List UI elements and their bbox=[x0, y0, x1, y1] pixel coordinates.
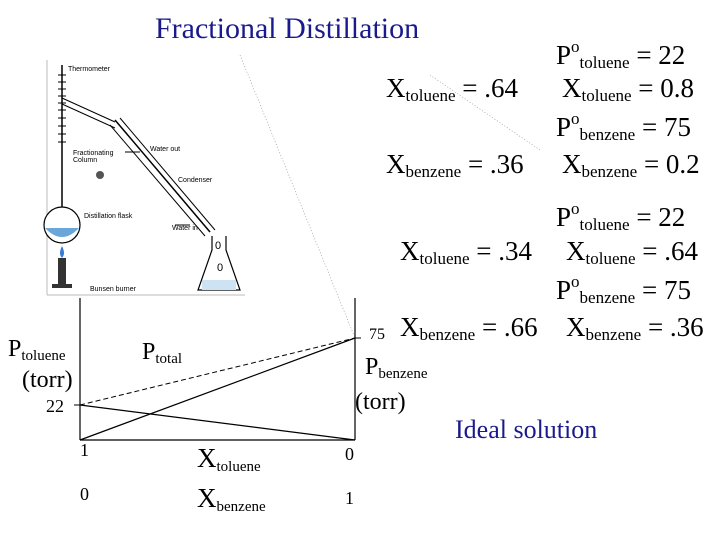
x-toluene-axis-label: Xtoluene bbox=[197, 443, 261, 475]
condenser-label: Condenser bbox=[178, 177, 213, 184]
x-toluene-liquid-eq-2: Xtoluene = .34 bbox=[400, 236, 533, 268]
tick-22: 22 bbox=[46, 396, 64, 416]
p-benzene-eq-2: Pobenzene = 75 bbox=[556, 272, 691, 307]
distillation-apparatus bbox=[43, 60, 245, 296]
vapor-pressure-graph bbox=[74, 54, 541, 441]
x-toluene-liquid-eq-1: Xtoluene = .64 bbox=[386, 73, 519, 105]
x-left-top: 1 bbox=[80, 440, 89, 460]
thermometer-label: Thermometer bbox=[68, 66, 111, 73]
p-toluene-eq-2: Potoluene = 22 bbox=[556, 199, 686, 234]
x-toluene-vapor-eq-1: Xtoluene = 0.8 bbox=[562, 73, 695, 105]
x-right-top: 0 bbox=[345, 444, 354, 464]
x-benzene-vapor-eq-1: Xbenzene = 0.2 bbox=[562, 149, 700, 181]
p-benzene-line bbox=[79, 337, 356, 441]
bunsen-burner-label: Bunsen burner bbox=[90, 286, 136, 293]
p-toluene-eq-1: Potoluene = 22 bbox=[556, 37, 686, 72]
x-benzene-vapor-eq-2: Xbenzene = .36 bbox=[566, 312, 704, 344]
x-toluene-vapor-eq-2: Xtoluene = .64 bbox=[566, 236, 699, 268]
torr-left-label: (torr) bbox=[22, 367, 73, 393]
x-benzene-liquid-eq-1: Xbenzene = .36 bbox=[386, 149, 524, 181]
ideal-solution-label: Ideal solution bbox=[455, 415, 598, 444]
p-benzene-eq-1: Pobenzene = 75 bbox=[556, 109, 691, 144]
p-toluene-line bbox=[79, 404, 356, 441]
flask-mark-bottom: 0 bbox=[217, 262, 224, 274]
water-in-label: Water in bbox=[172, 225, 198, 232]
tick-75: 75 bbox=[369, 326, 385, 343]
x-benzene-liquid-eq-2: Xbenzene = .66 bbox=[400, 312, 538, 344]
fractionating-column-label: Fractionating Column bbox=[73, 150, 114, 164]
p-total-label: Ptotal bbox=[142, 339, 183, 367]
x-right-bottom: 1 bbox=[345, 488, 354, 508]
slide-title: Fractional Distillation bbox=[155, 12, 420, 45]
p-benzene-axis-label: Pbenzene bbox=[365, 354, 428, 382]
x-benzene-axis-label: Xbenzene bbox=[197, 483, 266, 515]
water-out-label: Water out bbox=[150, 146, 181, 153]
torr-right-label: (torr) bbox=[355, 389, 406, 415]
p-total-line bbox=[79, 337, 356, 406]
distillation-flask-label: Distillation flask bbox=[84, 213, 133, 220]
flask-mark-top: 0 bbox=[215, 240, 222, 252]
p-toluene-axis-label: Ptoluene bbox=[8, 336, 66, 364]
x-left-bottom: 0 bbox=[80, 484, 89, 504]
